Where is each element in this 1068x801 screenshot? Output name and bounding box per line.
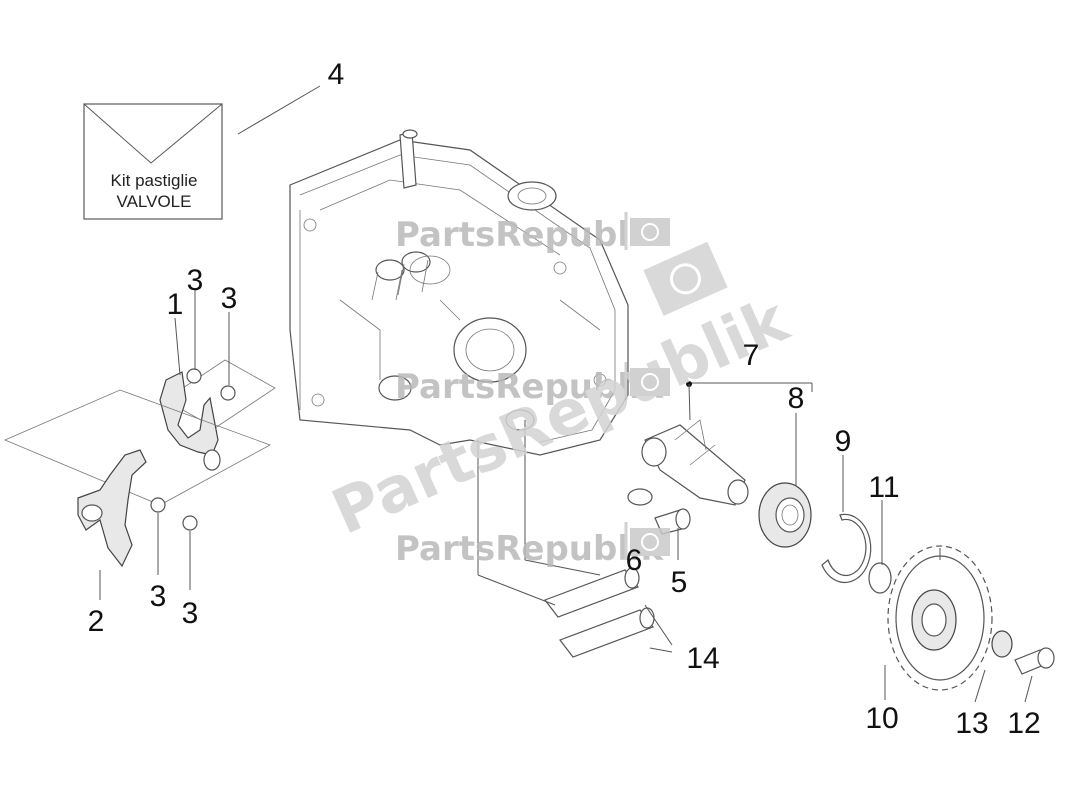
- callout-3-c: 3: [150, 580, 167, 613]
- callout-10: 10: [865, 702, 898, 735]
- dowel-pins: [544, 567, 655, 658]
- washer-11: [868, 562, 892, 594]
- callout-numbers: 4 3 3 1 3 3 2 7 8 9 11 6 5 14 10 13 12: [88, 58, 1041, 740]
- callout-12: 12: [1007, 707, 1040, 740]
- kit-envelope: Kit pastiglie VALVOLE: [83, 103, 223, 220]
- callout-9: 9: [835, 425, 852, 458]
- rocker-arm-2: [3, 389, 271, 568]
- gear-flag-icon: [643, 241, 728, 316]
- callout-14: 14: [686, 642, 719, 675]
- callout-11: 11: [868, 471, 899, 504]
- kit-label-line2: VALVOLE: [117, 192, 192, 211]
- kit-label-line1: Kit pastiglie: [111, 171, 198, 190]
- cylinder-head: [289, 129, 629, 456]
- watermark-text-1: PartsRepublik: [395, 215, 665, 255]
- circlip: [821, 513, 872, 583]
- rocker-arm-1: [159, 359, 276, 471]
- callout-4: 4: [328, 58, 345, 91]
- watermark-text-2: PartsRepublik: [395, 367, 665, 407]
- callout-13: 13: [955, 707, 988, 740]
- callout-5: 5: [671, 566, 688, 599]
- gear-flag-icon: [624, 522, 670, 560]
- cam-sprocket: [887, 545, 993, 691]
- bearing: [758, 482, 812, 548]
- gear-flag-icon: [624, 212, 670, 250]
- callout-3-d: 3: [182, 597, 199, 630]
- gear-flag-icon: [624, 362, 670, 400]
- callout-3-a: 3: [187, 264, 204, 297]
- callout-7: 7: [743, 339, 760, 372]
- camshaft: [641, 419, 749, 506]
- bolt-12: [1014, 647, 1055, 675]
- callout-8: 8: [788, 382, 805, 415]
- callout-6: 6: [626, 544, 643, 577]
- washer-6: [627, 488, 653, 506]
- callout-2: 2: [88, 605, 105, 638]
- callout-1: 1: [167, 288, 184, 321]
- watermark-text-3: PartsRepublik: [395, 529, 665, 569]
- valve-shims: [150, 368, 236, 531]
- callout-3-b: 3: [221, 282, 238, 315]
- washer-13: [991, 630, 1013, 658]
